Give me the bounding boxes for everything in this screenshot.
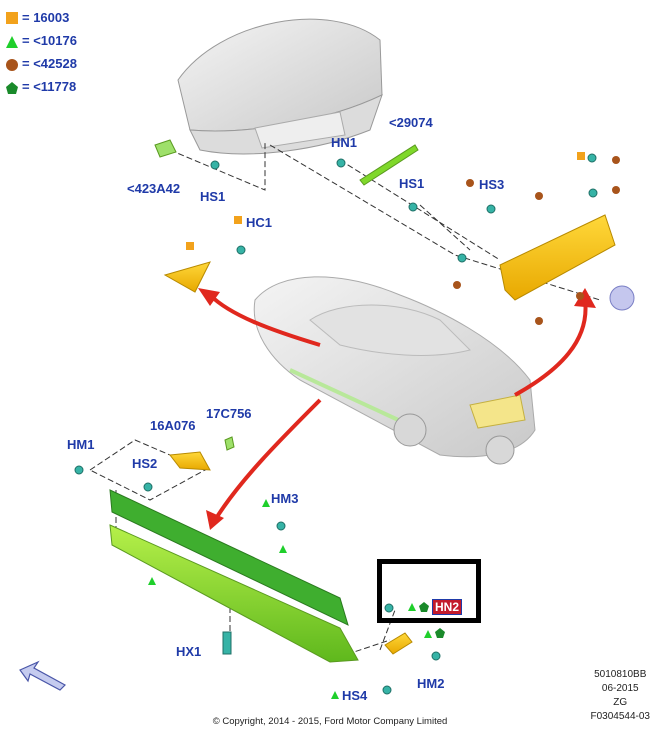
meta-code: 5010810BB	[594, 669, 647, 680]
legend-text: = 16003	[22, 10, 70, 25]
legend-row-10176: = <10176	[6, 29, 77, 52]
teal-clips	[74, 153, 598, 695]
direction-arrow-icon	[19, 660, 66, 691]
yellow-parts	[163, 214, 616, 655]
label-hm3: HM3	[271, 491, 299, 506]
label-hs4: HS4	[342, 688, 368, 703]
figure-meta: 5010810BB 06-2015 ZG F0304544-03	[591, 668, 651, 724]
circle-icon	[6, 58, 18, 71]
brown-markers	[453, 156, 620, 325]
label-hx1: HX1	[176, 644, 202, 659]
legend-row-16003: = 16003	[6, 6, 77, 29]
square-icon	[6, 11, 18, 24]
car-body	[253, 276, 536, 465]
label-29074: <29074	[389, 115, 433, 130]
pentagon-icon	[6, 81, 18, 94]
red-arrowheads	[198, 288, 596, 530]
green-triangle-markers	[148, 499, 432, 699]
label-hn1: HN1	[331, 135, 358, 150]
legend-row-11778: = <11778	[6, 75, 77, 98]
triangle-icon	[6, 35, 18, 48]
label-hs2: HS2	[132, 456, 158, 471]
legend-text: = <11778	[22, 79, 77, 94]
legend-row-42528: = <42528	[6, 52, 77, 75]
meta-initials: ZG	[613, 697, 628, 708]
orange-markers	[186, 152, 585, 250]
trunk-lid	[177, 18, 383, 155]
meta-date: 06-2015	[601, 683, 639, 694]
meta-figure: F0304544-03	[590, 711, 651, 722]
legend: = 16003 = <10176 = <42528 = <11778	[6, 6, 77, 98]
red-arrows	[208, 293, 588, 522]
copyright-notice: © Copyright, 2014 - 2015, Ford Motor Com…	[212, 716, 448, 727]
hn2-highlight-box	[377, 559, 481, 623]
label-hm2: HM2	[417, 676, 445, 691]
label-16a076: 16A076	[150, 418, 196, 433]
label-hs1-left: HS1	[200, 189, 226, 204]
label-423a42: <423A42	[127, 181, 181, 196]
legend-text: = <42528	[22, 56, 77, 71]
label-hs1-right: HS1	[399, 176, 425, 191]
label-17c756: 17C756	[206, 406, 252, 421]
rocker-panels	[109, 489, 359, 663]
emblem	[609, 285, 635, 311]
label-hn2: HN2	[432, 599, 463, 615]
label-hm1: HM1	[67, 437, 95, 452]
small-green-parts	[154, 139, 419, 451]
label-hs3: HS3	[479, 177, 505, 192]
legend-text: = <10176	[22, 33, 77, 48]
pentagon-markers	[419, 602, 445, 638]
label-hc1: HC1	[246, 215, 273, 230]
